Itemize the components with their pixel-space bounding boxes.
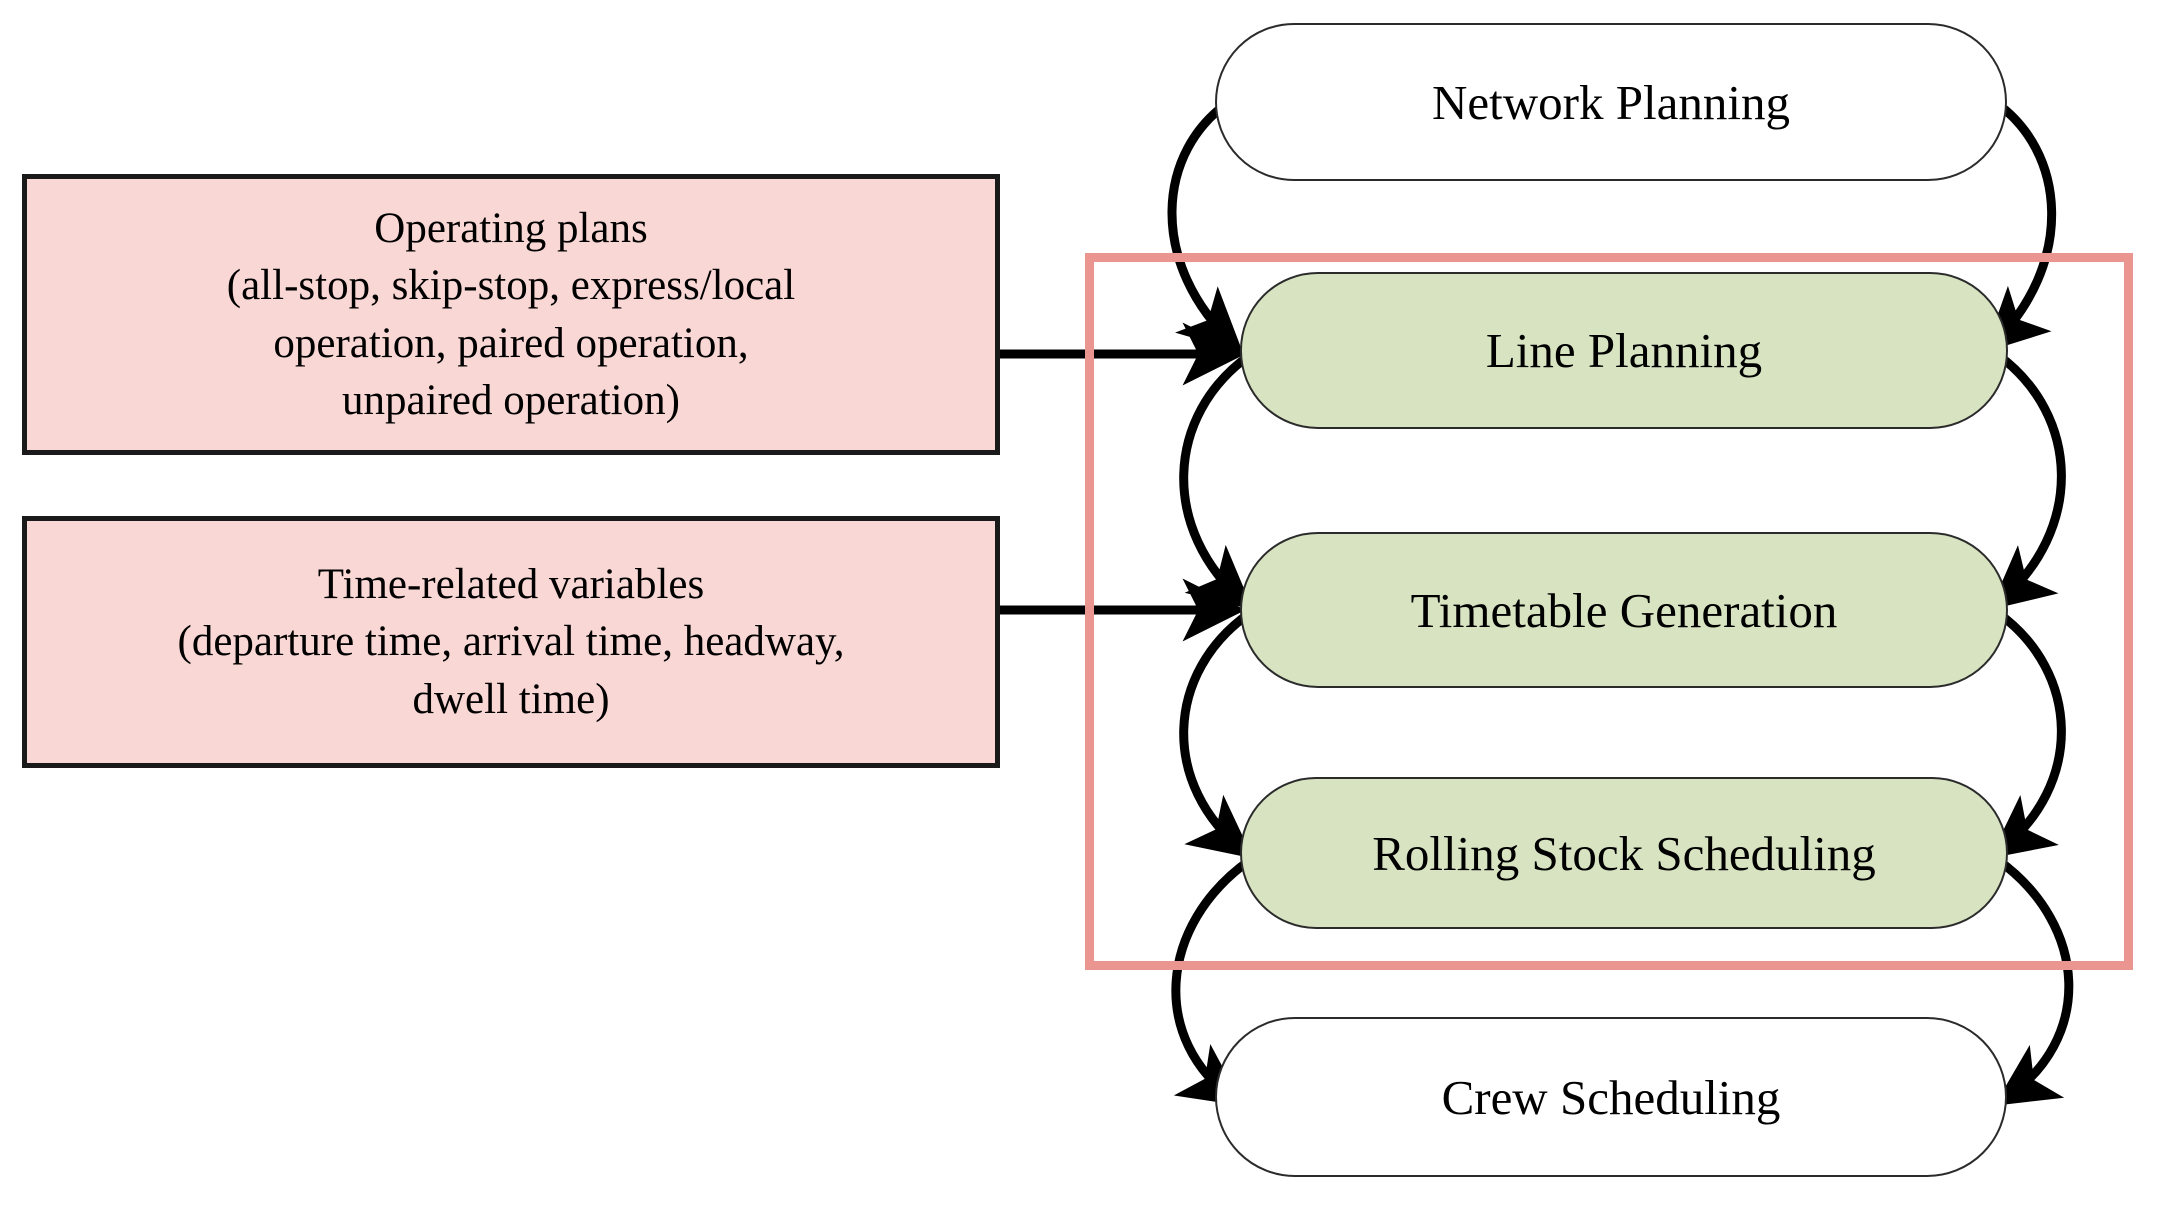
node-line-planning: Line Planning [1240,272,2008,429]
node-crew-scheduling: Crew Scheduling [1215,1017,2007,1177]
edge-timetable-to-rolling-left [1179,609,1254,859]
edge-network-to-line-right [1984,96,2057,353]
input-box-operating-plans-text: Operating plans (all-stop, skip-stop, ex… [226,205,796,424]
input-box-time-related-variables: Time-related variables (departure time, … [22,516,1000,768]
edge-rolling-to-crew-left [1171,856,1253,1107]
input-box-time-related-variables-text: Time-related variables (departure time, … [177,561,845,723]
input-box-operating-plans: Operating plans (all-stop, skip-stop, ex… [22,174,1000,455]
edge-network-to-line-left [1167,96,1243,353]
node-network-planning-label: Network Planning [1432,74,1790,130]
node-crew-scheduling-label: Crew Scheduling [1441,1069,1781,1125]
edge-line-to-timetable-right [1989,351,2066,610]
node-rolling-stock-scheduling: Rolling Stock Scheduling [1240,777,2008,929]
edge-timetable-to-rolling-right [1989,609,2066,859]
node-line-planning-label: Line Planning [1485,323,1763,378]
node-timetable-generation: Timetable Generation [1240,532,2008,688]
node-network-planning: Network Planning [1215,23,2007,181]
edge-line-to-timetable-left [1179,351,1253,610]
node-rolling-stock-scheduling-label: Rolling Stock Scheduling [1372,825,1876,881]
node-timetable-generation-label: Timetable Generation [1410,582,1838,638]
edge-rolling-to-crew-right [1994,856,2074,1106]
